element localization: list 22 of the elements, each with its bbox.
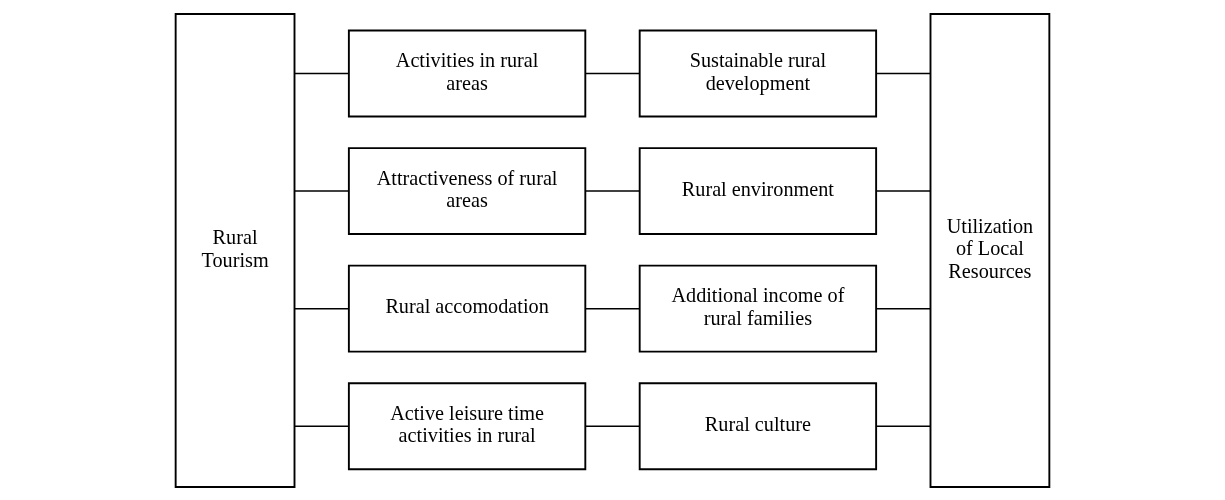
connector xyxy=(584,189,640,192)
node-box: Additional income of rural families xyxy=(638,264,878,353)
node-box: Active leisure time activities in rural xyxy=(347,381,587,470)
node-box: Rural environment xyxy=(638,146,878,235)
node-box: Rural accomodation xyxy=(347,264,587,353)
node-box: Activities in rural areas xyxy=(347,29,587,117)
connector xyxy=(294,189,350,192)
node-box: Sustainable rural development xyxy=(638,29,878,117)
connector xyxy=(294,72,350,74)
node-box: Utilization of Local Resources xyxy=(929,12,1051,488)
connector xyxy=(294,425,350,427)
connector xyxy=(875,425,932,427)
connector xyxy=(584,307,640,309)
connector xyxy=(584,425,640,427)
connector xyxy=(294,307,350,309)
connector xyxy=(584,72,640,74)
node-box: Rural Tourism xyxy=(174,12,296,488)
connector xyxy=(875,307,932,309)
connector xyxy=(875,72,932,74)
node-box: Attractiveness of rural areas xyxy=(347,146,587,235)
connector xyxy=(875,189,932,192)
node-box: Rural culture xyxy=(638,381,878,470)
